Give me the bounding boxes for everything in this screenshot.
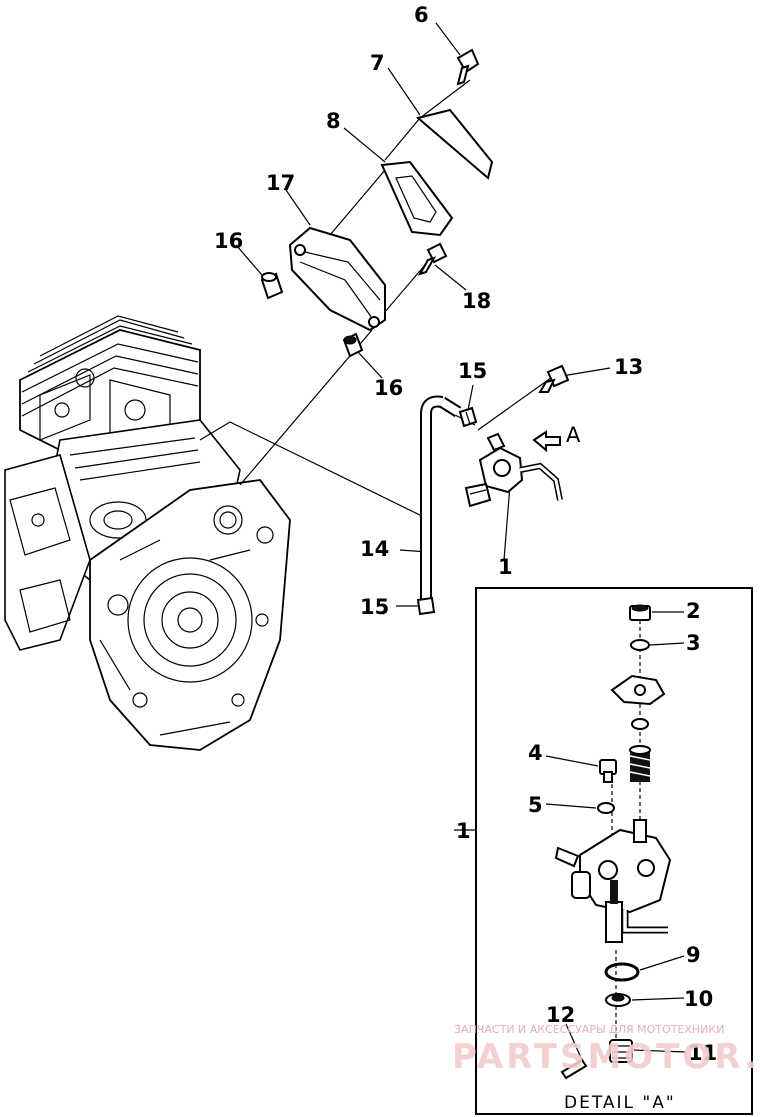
pump-spring [629, 745, 651, 782]
callout-4: 4 [528, 741, 543, 765]
callout-16-lower: 16 [374, 376, 403, 400]
callout-15-lower: 15 [360, 595, 389, 619]
detail-a-caption: DETAIL "A" [564, 1093, 676, 1113]
part-5-washer [597, 802, 615, 814]
detail-a-frame [475, 587, 753, 1115]
callout-13: 13 [614, 355, 643, 379]
callout-1-detail: 1 [456, 819, 471, 843]
part-6-bolt [456, 48, 480, 86]
detail-a-exploded-parts [545, 604, 687, 1080]
part-2-nut [629, 604, 651, 621]
pump-lever-plate [610, 674, 666, 706]
part-12-pin [560, 1058, 588, 1080]
assembly-guide-lines [199, 22, 611, 607]
callout-9: 9 [686, 943, 701, 967]
callout-labels: 6 7 8 17 16 18 16 15 13 A 14 1 15 1 2 3 … [214, 3, 717, 1065]
callout-2: 2 [686, 599, 701, 623]
callout-14: 14 [360, 537, 389, 561]
callout-12: 12 [546, 1003, 575, 1027]
part-7-cover-plate [415, 108, 494, 180]
part-1-oil-pump [464, 432, 563, 508]
callout-15-upper: 15 [458, 359, 487, 383]
part-14-oil-hose [420, 395, 462, 600]
callout-11: 11 [688, 1041, 717, 1065]
callout-1-main: 1 [498, 555, 513, 579]
part-11-drive-gear [609, 1039, 633, 1063]
callout-3: 3 [686, 631, 701, 655]
part-16-upper-grommet [260, 272, 284, 300]
pump-small-washer [631, 718, 649, 730]
part-16-lower-grommet [342, 332, 364, 358]
watermark-brand: PARTSMOTOR.RU [452, 1037, 760, 1077]
part-3-washer [630, 639, 650, 651]
callout-10: 10 [684, 987, 713, 1011]
callout-7: 7 [370, 51, 385, 75]
callout-8: 8 [326, 109, 341, 133]
callout-17: 17 [266, 171, 295, 195]
part-15-lower-clamp [416, 596, 436, 616]
part-18-screw [417, 242, 448, 276]
detail-a-arrow [532, 430, 561, 453]
callout-5: 5 [528, 793, 543, 817]
part-15-upper-clamp [458, 406, 478, 428]
part-10-seal [605, 993, 631, 1007]
watermark: ЗАПЧАСТИ И АКСЕССУАРЫ ДЛЯ МОТОТЕХНИКИ PA… [452, 1023, 760, 1077]
part-8-gasket [380, 160, 454, 237]
part-17-housing [288, 226, 386, 332]
engine-block-drawing [4, 315, 291, 751]
part-4-adjusting-screw [599, 759, 617, 783]
callout-16-upper: 16 [214, 229, 243, 253]
part-13-banjo-bolt [538, 364, 570, 393]
callout-18: 18 [462, 289, 491, 313]
watermark-tagline: ЗАПЧАСТИ И АКСЕССУАРЫ ДЛЯ МОТОТЕХНИКИ [454, 1023, 724, 1036]
part-9-o-ring [604, 962, 640, 982]
callout-6: 6 [414, 3, 429, 27]
pump-body [554, 819, 672, 943]
callout-A: A [566, 423, 581, 447]
